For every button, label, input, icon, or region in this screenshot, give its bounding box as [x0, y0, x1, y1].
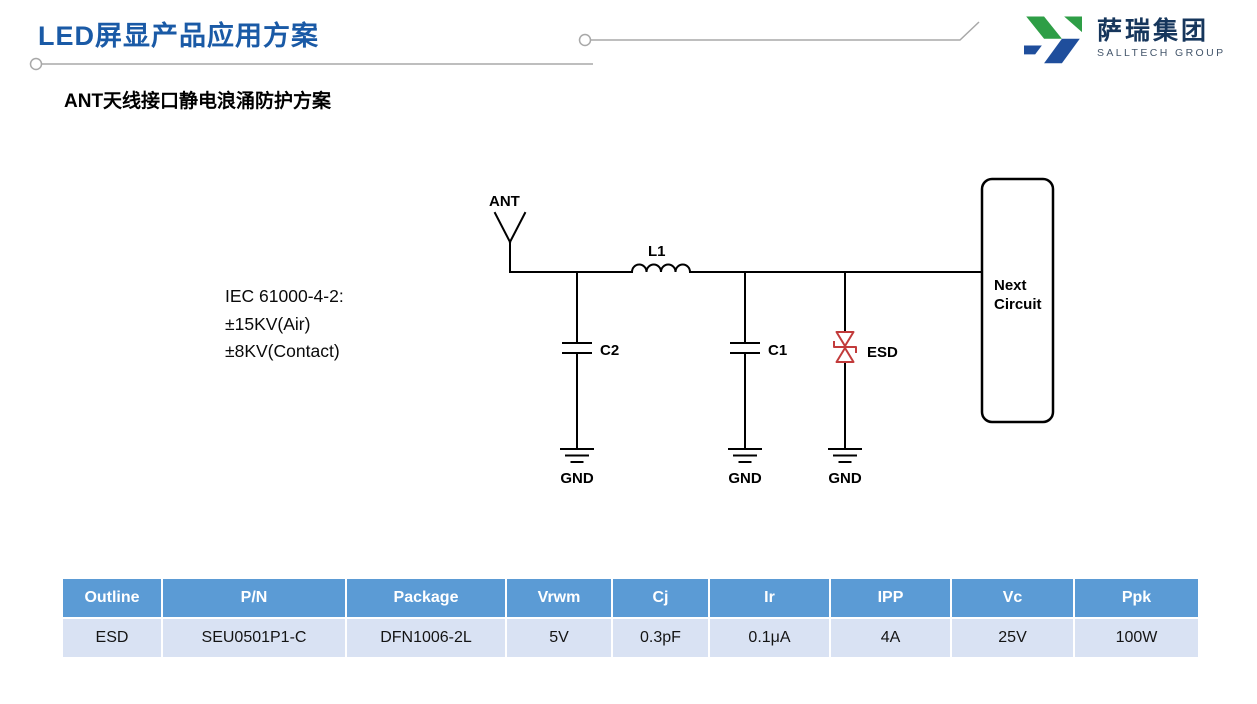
col-header-cj: Cj [613, 579, 710, 617]
col-header-vrwm: Vrwm [507, 579, 613, 617]
table-row: ESD SEU0501P1-C DFN1006-2L 5V 0.3pF 0.1μ… [63, 619, 1198, 657]
ant-label: ANT [489, 193, 520, 210]
cell-package: DFN1006-2L [347, 619, 507, 657]
inductor-label: L1 [648, 243, 666, 260]
iec-line-2: ±15KV(Air) [225, 313, 311, 334]
gnd-label-3: GND [828, 470, 862, 487]
cell-cj: 0.3pF [613, 619, 710, 657]
col-header-outline: Outline [63, 579, 163, 617]
iec-line-1: IEC 61000-4-2: [225, 286, 344, 306]
antenna-icon [493, 211, 527, 273]
gnd-label-1: GND [560, 470, 594, 487]
logo-text: 萨瑞集团 SALLTECH GROUP [1097, 12, 1226, 59]
cell-ipp: 4A [831, 619, 952, 657]
cap2-label: C2 [600, 342, 620, 359]
cell-pn: SEU0501P1-C [163, 619, 347, 657]
ground-symbol-1 [560, 448, 594, 463]
next-circuit-label-line2: Circuit [994, 296, 1042, 313]
capacitor-c1-symbol [730, 271, 760, 450]
section-title: ANT天线接口静电浪涌防护方案 [64, 91, 332, 112]
cell-vc: 25V [952, 619, 1075, 657]
logo-name-en: SALLTECH GROUP [1097, 47, 1226, 59]
cell-outline: ESD [63, 619, 163, 657]
gnd-label-2: GND [728, 470, 762, 487]
col-header-pn: P/N [163, 579, 347, 617]
col-header-ir: Ir [710, 579, 831, 617]
page-title: LED屏显产品应用方案 [38, 21, 319, 51]
next-circuit-label: Next Circuit [994, 276, 1042, 314]
logo-mark-icon [1024, 16, 1082, 64]
next-circuit-label-line1: Next [994, 277, 1027, 294]
capacitor-c2-symbol [562, 271, 592, 450]
col-header-package: Package [347, 579, 507, 617]
esd-diode-symbol [833, 331, 857, 363]
iec-line-3: ±8KV(Contact) [225, 341, 340, 361]
cell-ppk: 100W [1075, 619, 1198, 657]
esd-label: ESD [867, 344, 898, 361]
company-logo: 萨瑞集团 SALLTECH GROUP [1018, 12, 1226, 70]
spec-table: Outline P/N Package Vrwm Cj Ir IPP Vc Pp… [63, 579, 1198, 657]
logo-name-cn: 萨瑞集团 [1097, 17, 1210, 45]
inductor-symbol [630, 263, 692, 274]
cap1-label: C1 [768, 342, 788, 359]
col-header-ppk: Ppk [1075, 579, 1198, 617]
table-header-row: Outline P/N Package Vrwm Cj Ir IPP Vc Pp… [63, 579, 1198, 617]
col-header-ipp: IPP [831, 579, 952, 617]
col-header-vc: Vc [952, 579, 1075, 617]
cell-vrwm: 5V [507, 619, 613, 657]
ground-symbol-2 [728, 448, 762, 463]
ground-symbol-3 [828, 448, 862, 463]
cell-ir: 0.1μA [710, 619, 831, 657]
iec-spec-text: IEC 61000-4-2: ±15KV(Air) ±8KV(Contact) [225, 283, 344, 366]
